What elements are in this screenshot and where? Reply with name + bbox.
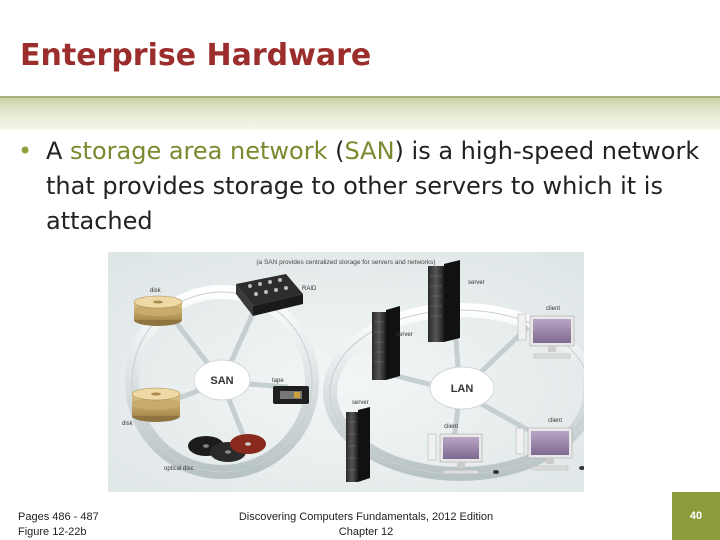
diagram-caption: (a SAN provides centralized storage for … [256, 259, 435, 266]
title-divider-line [0, 96, 720, 98]
footer-pages: Pages 486 - 487 [18, 511, 99, 523]
lan-hub [429, 366, 495, 410]
bullet-point: • A storage area network (SAN) is a high… [18, 134, 708, 239]
server-middle-icon [372, 306, 400, 380]
san-diagram: (a SAN provides centralized storage for … [108, 252, 584, 492]
raid-icon [236, 274, 303, 316]
server-top-icon [428, 260, 460, 342]
server-bottom-label: server [352, 400, 369, 406]
san-label: SAN [210, 375, 233, 387]
footer-figure-ref: Figure 12-22b [18, 526, 87, 538]
bullet-text: A storage area network (SAN) is a high-s… [46, 134, 708, 239]
optical-disc-label: optical disc [164, 466, 194, 472]
footer-book-ref: Discovering Computers Fundamentals, 2012… [228, 510, 504, 540]
tape-label: tape [272, 378, 284, 384]
raid-label: RAID [302, 286, 317, 292]
footer-book-title: Discovering Computers Fundamentals, 2012… [238, 511, 494, 523]
client-middle-label: client [444, 424, 458, 430]
page-number: 40 [689, 510, 703, 522]
paren-close: ) [394, 137, 404, 165]
disk-top-label: disk [150, 288, 162, 294]
client-bottom-icon [515, 427, 584, 471]
disk-bottom-label: disk [122, 421, 134, 427]
footer-chapter: Chapter 12 [338, 526, 394, 538]
disk-bottom-icon [131, 387, 181, 422]
client-middle-icon [427, 433, 499, 475]
client-top-icon [517, 313, 575, 359]
title-divider-band [0, 96, 720, 130]
term-highlight: storage area network [70, 137, 328, 165]
client-bottom-label: client [548, 418, 562, 424]
disk-top-icon [133, 295, 183, 326]
san-hub [193, 359, 251, 401]
tape-icon [273, 386, 309, 404]
server-top-label: server [468, 280, 485, 286]
bullet-prefix: A [46, 137, 71, 165]
optical-disc-icon [188, 434, 266, 462]
abbr-highlight: SAN [344, 137, 395, 165]
bullet-rest: is a high-speed network that provides st… [46, 137, 700, 235]
san-ring-edge [131, 291, 313, 473]
slide-title: Enterprise Hardware [20, 38, 372, 73]
page-number-badge: 40 [672, 492, 720, 540]
bullet-marker: • [18, 137, 33, 165]
footer-page-ref: Pages 486 - 487 Figure 12-22b [18, 510, 99, 540]
server-bottom-icon [346, 407, 370, 482]
client-top-label: client [546, 306, 560, 312]
paren-open: ( [327, 137, 345, 165]
server-middle-label: server [396, 332, 413, 338]
lan-label: LAN [451, 383, 474, 395]
